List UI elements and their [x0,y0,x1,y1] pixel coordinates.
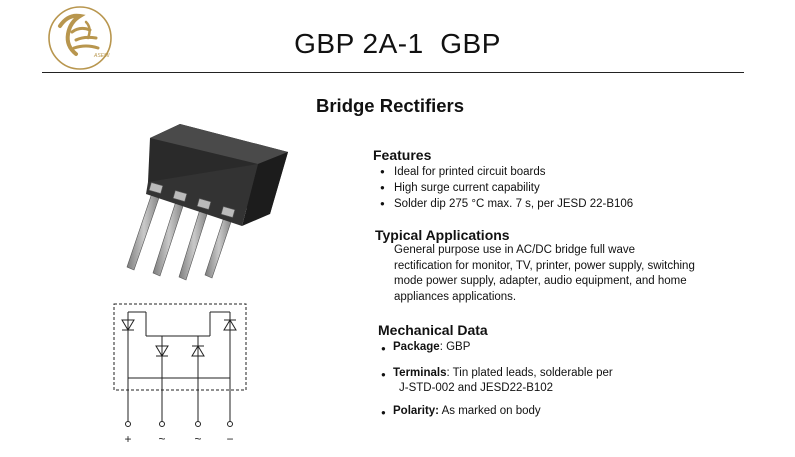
mechanical-heading: Mechanical Data [378,322,488,338]
bullet-icon: ● [381,370,386,379]
list-item: High surge current capability [380,180,633,196]
polarity-label: Polarity: [393,405,440,417]
company-logo: ASEMI [48,6,112,70]
applications-text: General purpose use in AC/DC bridge full… [394,243,695,305]
pin-label-minus: − [226,432,233,446]
bullet-icon: ● [381,344,386,353]
terminals-row: Terminals: Tin plated leads, solderable … [393,366,613,381]
pin-label-ac2: ~ [194,432,201,446]
page-subtitle: Bridge Rectifiers [316,95,465,116]
polarity-row: Polarity: As marked on body [393,404,541,419]
title-divider [42,72,744,73]
features-heading: Features [373,147,432,163]
polarity-value: As marked on body [439,405,541,417]
bullet-icon: ● [381,408,386,417]
features-list: Ideal for printed circuit boards High su… [380,164,633,212]
list-item: Ideal for printed circuit boards [380,164,633,180]
logo-text: ASEMI [93,53,110,59]
pin-label-plus: + [124,432,131,446]
applications-line: rectification for monitor, TV, printer, … [394,259,695,272]
gbp-package-image [126,124,288,281]
applications-line: appliances applications. [394,290,517,303]
bridge-schematic: + ~ ~ − [113,303,247,446]
terminals-value: : Tin plated leads, solderable per [446,367,613,379]
list-item: Solder dip 275 °C max. 7 s, per JESD 22-… [380,196,633,212]
applications-line: mode power supply, adapter, audio equipm… [394,275,687,287]
terminals-value-line2: J-STD-002 and JESD22-B102 [399,382,554,394]
page-title: GBP 2A-1 GBP [294,28,501,59]
applications-line: General purpose use in AC/DC bridge full… [394,244,635,256]
pin-label-ac1: ~ [158,432,165,446]
applications-heading: Typical Applications [375,227,510,243]
package-value: : GBP [439,341,471,353]
package-label: Package [393,341,440,353]
terminals-label: Terminals [393,367,447,379]
package-row: Package: GBP [393,340,470,355]
